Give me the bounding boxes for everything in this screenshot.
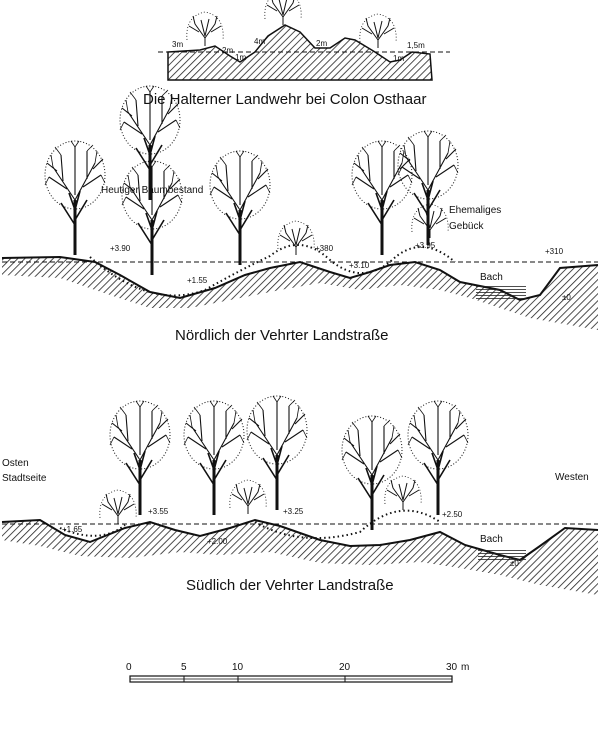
north-elev-2: +1.55 [187, 276, 208, 285]
scale-tick-20: 20 [339, 662, 351, 673]
top-width-4: 2m [316, 39, 327, 48]
top-width-3: 4m [254, 37, 265, 46]
south-elev-6: ±0 [510, 559, 519, 568]
south-label-town: Stadtseite [2, 473, 47, 484]
north-former-profile [89, 243, 456, 297]
top-ground [167, 24, 433, 81]
south-former-profile [59, 509, 441, 540]
south-elev-3: +2.00 [207, 537, 228, 546]
north-profile: Heutiger Baumbestand Ehemaliges Gebück B… [1, 84, 599, 330]
north-elev-1: +3.90 [110, 244, 131, 253]
north-label-trees: Heutiger Baumbestand [101, 185, 203, 196]
north-label-stream: Bach [480, 272, 503, 283]
scale-unit: m [461, 662, 469, 673]
title-south: Südlich der Vehrter Landstraße [186, 577, 394, 594]
scale-tick-5: 5 [181, 662, 187, 673]
north-elev-4: +3.10 [349, 261, 370, 270]
south-elev-5: +2.50 [442, 510, 463, 519]
south-label-west: Westen [555, 472, 589, 483]
north-label-hedge-2: Gebück [449, 221, 484, 232]
top-width-5: 1,5m [407, 41, 425, 50]
scale-bar: 0 5 10 20 30 m [126, 662, 469, 683]
north-elev-7: ±0 [562, 293, 571, 302]
south-label-stream: Bach [480, 534, 503, 545]
scale-tick-10: 10 [232, 662, 244, 673]
top-depth-1: 1m [235, 53, 246, 62]
south-elev-2: +3.55 [148, 507, 169, 516]
top-width-1: 3m [172, 40, 183, 49]
north-elev-5: +3.95 [415, 241, 436, 250]
south-profile: Osten Stadtseite Westen Bach +1.65 +3.55… [1, 394, 599, 595]
south-label-east: Osten [2, 458, 29, 469]
south-elev-4: +3.25 [283, 507, 304, 516]
north-elev-6: +310 [545, 247, 564, 256]
south-ground [2, 520, 598, 595]
top-profile: 3m 2m 4m 2m 1,5m 1m 1m [158, 0, 450, 81]
top-width-2: 2m [222, 46, 233, 55]
title-top: Die Halterner Landwehr bei Colon Osthaar [143, 91, 426, 108]
north-stream-water [476, 286, 526, 300]
south-elev-1: +1.65 [62, 525, 83, 534]
north-label-hedge-1: Ehemaliges [449, 205, 501, 216]
title-north: Nördlich der Vehrter Landstraße [175, 327, 388, 344]
south-stream-water [478, 548, 526, 560]
scale-tick-0: 0 [126, 662, 132, 673]
scale-tick-30: 30 [446, 662, 458, 673]
top-depth-2: 1m [393, 54, 404, 63]
north-elev-3: +380 [315, 244, 334, 253]
